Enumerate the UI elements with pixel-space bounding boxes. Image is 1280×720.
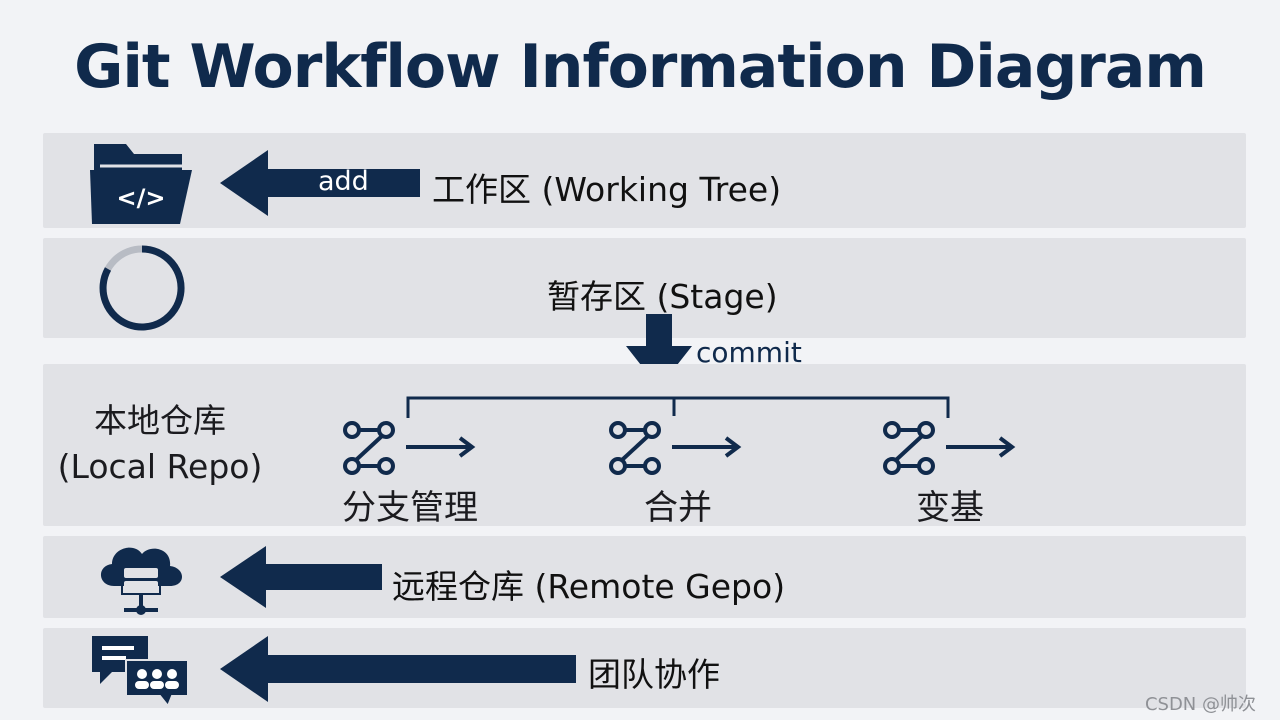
working-tree-label: 工作区 (Working Tree): [432, 170, 782, 209]
commit-arrow: [626, 314, 692, 388]
branch-graph-icon: [343, 421, 476, 475]
local-repo-label-line2: (Local Repo): [57, 447, 263, 486]
branch-management-label: 分支管理: [342, 488, 478, 528]
chat-team-icon: [92, 636, 189, 708]
remote-arrow: [220, 546, 382, 608]
local-repo-label: 本地仓库 (Local Repo): [40, 398, 280, 490]
page-title: Git Workflow Information Diagram: [74, 32, 1207, 102]
add-label: add: [318, 166, 369, 197]
row-local-repo: [43, 364, 1246, 526]
folder-code-icon: </>: [90, 144, 192, 224]
add-arrow: [220, 150, 420, 216]
local-repo-label-line1: 本地仓库: [94, 401, 226, 440]
branch-graph-icon: [883, 421, 1016, 475]
team-label: 团队协作: [588, 655, 720, 694]
cloud-server-icon: [100, 547, 182, 615]
remote-repo-label: 远程仓库 (Remote Gepo): [392, 567, 786, 606]
team-arrow: [220, 636, 576, 702]
rebase-label: 变基: [916, 488, 984, 528]
watermark: CSDN @帅次: [1144, 694, 1256, 715]
ring-progress-icon: [99, 245, 185, 331]
branch-bracket: [406, 396, 950, 418]
commit-label: commit: [696, 336, 802, 369]
row-stage: [43, 238, 1246, 338]
branch-graph-icon: [609, 421, 742, 475]
stage-label: 暂存区 (Stage): [547, 277, 778, 316]
svg-text:</>: </>: [117, 184, 166, 212]
merge-label: 合并: [644, 488, 712, 528]
